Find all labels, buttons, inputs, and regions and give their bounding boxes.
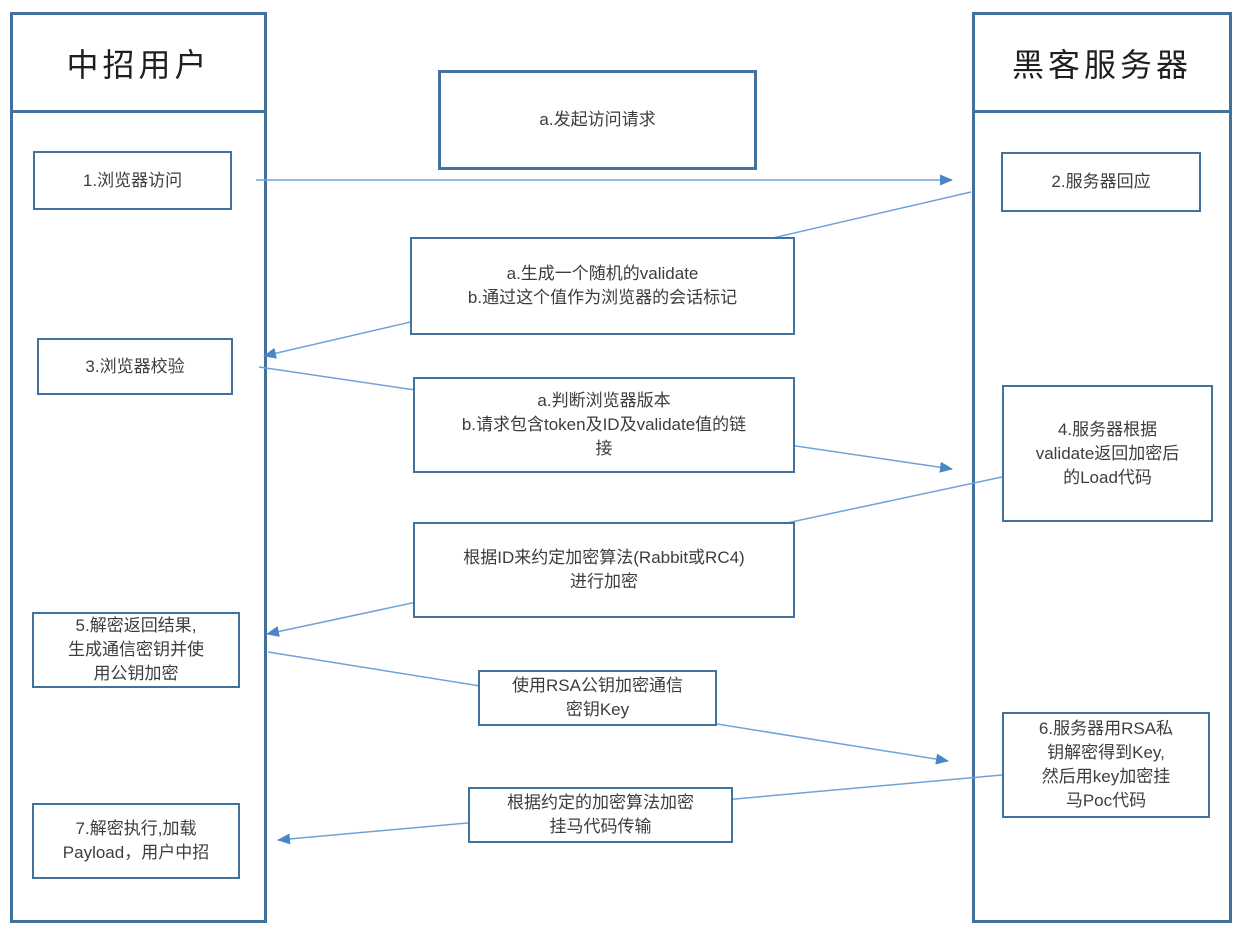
node-step1-browser-visit: 1.浏览器访问 — [33, 151, 232, 210]
message-cipher-agreement: 根据ID来约定加密算法(Rabbit或RC4) 进行加密 — [413, 522, 795, 618]
message-encrypted-malware: 根据约定的加密算法加密 挂马代码传输 — [468, 787, 733, 843]
node-step2-server-reply: 2.服务器回应 — [1001, 152, 1201, 212]
node-step6-rsa-decrypt: 6.服务器用RSA私 钥解密得到Key, 然后用key加密挂 马Poc代码 — [1002, 712, 1210, 818]
lane-hacker-title: 黑客服务器 — [975, 15, 1229, 113]
message-generate-validate: a.生成一个随机的validate b.通过这个值作为浏览器的会话标记 — [410, 237, 795, 335]
message-browser-version: a.判断浏览器版本 b.请求包含token及ID及validate值的链 接 — [413, 377, 795, 473]
node-step3-browser-check: 3.浏览器校验 — [37, 338, 233, 395]
node-step4-return-load: 4.服务器根据 validate返回加密后 的Load代码 — [1002, 385, 1213, 522]
message-rsa-encrypt-key: 使用RSA公钥加密通信 密钥Key — [478, 670, 717, 726]
message-initiate-request: a.发起访问请求 — [438, 70, 757, 170]
node-step5-decrypt-genkey: 5.解密返回结果, 生成通信密钥并使 用公钥加密 — [32, 612, 240, 688]
node-step7-load-payload: 7.解密执行,加载 Payload，用户中招 — [32, 803, 240, 879]
lane-victim-title: 中招用户 — [13, 15, 264, 113]
